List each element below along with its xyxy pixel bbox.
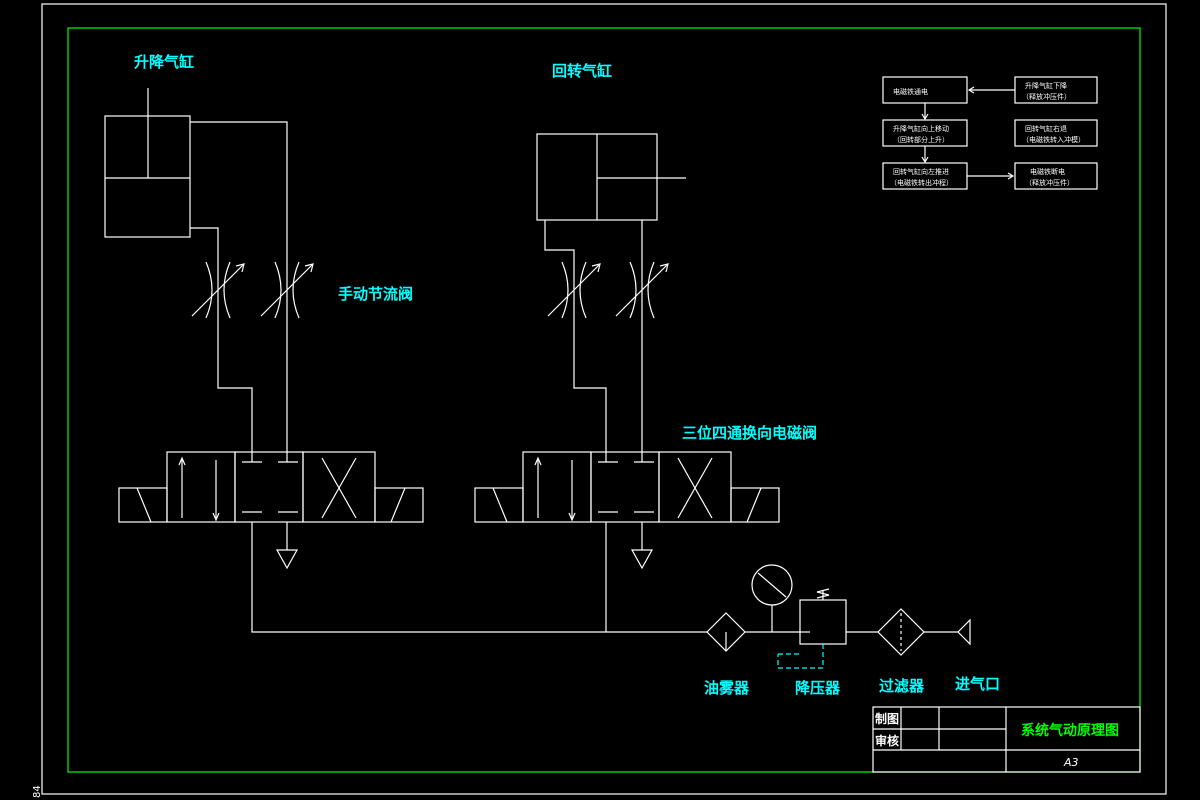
throttle-valve-label: 手动节流阀	[338, 285, 413, 303]
flow-box-5	[1014, 119, 1098, 147]
flow-box-5-line2: （电磁铁转入冲模）	[1022, 135, 1085, 144]
solenoid-valve-1	[118, 451, 424, 570]
throttle-valve-1	[191, 261, 245, 319]
lift-cylinder	[104, 88, 191, 238]
pressure-gauge	[751, 564, 793, 632]
lubricator-label: 油雾器	[704, 679, 750, 697]
flow-box-2-line2: （回转部分上升）	[893, 135, 949, 144]
margin-number: 84	[32, 785, 43, 798]
filter-label: 过滤器	[879, 677, 925, 695]
flow-box-3-line1: 回转气缸向左推进	[893, 167, 949, 176]
checked-label: 审核	[875, 733, 899, 748]
lubricator	[706, 612, 746, 652]
flow-box-3-line2: （电磁铁转出冲程）	[890, 178, 953, 187]
flow-box-2-line1: 升降气缸向上移动	[893, 124, 949, 133]
lift-pipes	[190, 121, 288, 462]
flow-box-1-line1: 电磁铁通电	[893, 87, 928, 96]
drawing-title: 系统气动原理图	[1021, 722, 1119, 739]
flow-box-5-line1: 回转气缸右退	[1025, 124, 1067, 133]
solenoid-valve-2	[474, 451, 780, 570]
lift-cylinder-label: 升降气缸	[134, 53, 194, 71]
solenoid-valve-label: 三位四通换向电磁阀	[682, 424, 817, 442]
flow-box-6-line1: 电磁铁断电	[1030, 167, 1065, 176]
throttle-valve-2	[260, 261, 314, 319]
rotary-cylinder	[536, 133, 686, 221]
title-block	[872, 706, 1141, 773]
throttle-valve-4	[615, 261, 669, 319]
air-inlet	[957, 618, 971, 646]
supply-line	[251, 522, 958, 633]
flow-box-4-line1: 升降气缸下降	[1025, 81, 1067, 90]
flow-box-6	[1014, 162, 1098, 190]
flowchart	[882, 76, 1098, 190]
rotary-cylinder-label: 回转气缸	[552, 62, 612, 80]
inner-border	[67, 27, 1141, 773]
flow-box-6-line2: （释放冲压件）	[1025, 178, 1074, 187]
throttle-valve-3	[547, 261, 601, 319]
drawn-label: 制图	[875, 711, 899, 726]
air-inlet-label: 进气口	[955, 675, 1000, 693]
filter	[877, 608, 925, 656]
pressure-reducer-label: 降压器	[795, 679, 841, 697]
sheet-size: A3	[1063, 756, 1079, 769]
rotary-pipes	[544, 220, 643, 462]
outer-border	[41, 3, 1167, 795]
flow-box-4-line2: （释放冲压件）	[1022, 92, 1071, 101]
pressure-reducer	[777, 588, 847, 669]
